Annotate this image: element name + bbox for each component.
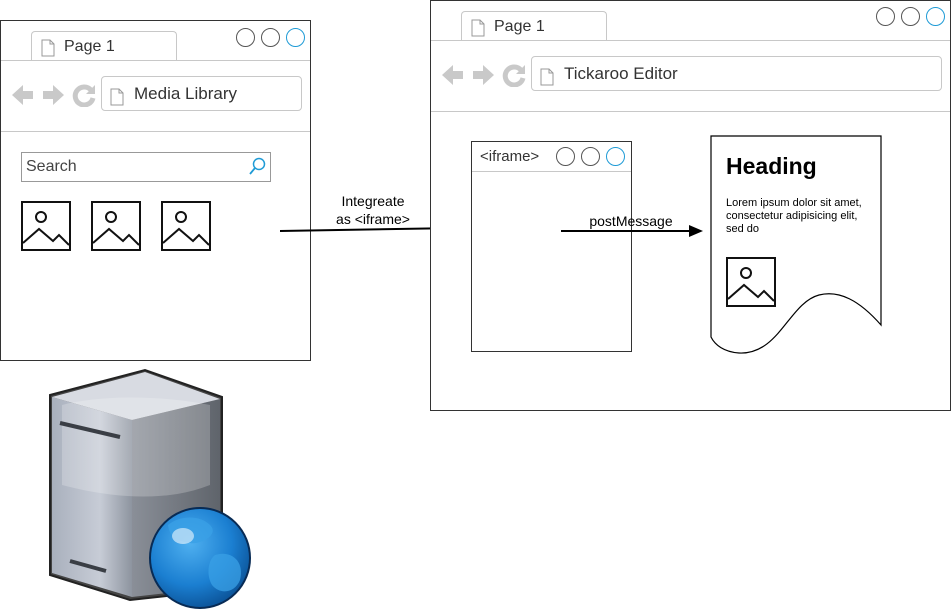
document-heading: Heading bbox=[726, 153, 817, 179]
nav-controls bbox=[11, 83, 97, 112]
iframe-window: <iframe> bbox=[471, 141, 632, 352]
image-thumbnail-icon[interactable] bbox=[91, 201, 141, 256]
back-arrow-icon[interactable] bbox=[442, 65, 463, 85]
close-button[interactable] bbox=[926, 7, 945, 26]
address-bar[interactable]: Tickaroo Editor bbox=[531, 56, 942, 91]
web-server-icon bbox=[49, 368, 251, 609]
iframe-title: <iframe> bbox=[480, 148, 540, 165]
minimize-button[interactable] bbox=[236, 28, 255, 47]
globe-icon bbox=[149, 507, 251, 609]
address-text: Media Library bbox=[134, 84, 237, 103]
search-input[interactable]: Search bbox=[21, 152, 271, 182]
iframe-minimize-button[interactable] bbox=[556, 147, 575, 166]
page-icon bbox=[540, 64, 554, 97]
integrate-label-line1: Integreate bbox=[341, 193, 405, 209]
refresh-icon[interactable] bbox=[72, 84, 96, 108]
integrate-label: Integreate as <iframe> bbox=[318, 192, 428, 228]
postmessage-arrow bbox=[561, 225, 703, 237]
toolbar-divider bbox=[1, 131, 310, 132]
iframe-divider bbox=[472, 171, 631, 172]
address-text: Tickaroo Editor bbox=[564, 64, 678, 83]
image-thumbnail-icon[interactable] bbox=[21, 201, 71, 256]
iframe-maximize-button[interactable] bbox=[581, 147, 600, 166]
tab-page-1[interactable]: Page 1 bbox=[31, 31, 177, 61]
maximize-button[interactable] bbox=[901, 7, 920, 26]
tabbar-divider bbox=[1, 60, 310, 61]
address-bar[interactable]: Media Library bbox=[101, 76, 302, 111]
tab-page-1[interactable]: Page 1 bbox=[461, 11, 607, 41]
forward-arrow-icon[interactable] bbox=[473, 65, 494, 85]
search-icon[interactable] bbox=[248, 157, 266, 187]
page-icon bbox=[471, 18, 485, 48]
forward-arrow-icon[interactable] bbox=[43, 85, 64, 105]
maximize-button[interactable] bbox=[261, 28, 280, 47]
page-icon bbox=[41, 38, 55, 68]
minimize-button[interactable] bbox=[876, 7, 895, 26]
back-arrow-icon[interactable] bbox=[12, 85, 33, 105]
close-button[interactable] bbox=[286, 28, 305, 47]
iframe-close-button[interactable] bbox=[606, 147, 625, 166]
postmessage-label: postMessage bbox=[589, 213, 673, 229]
tab-title: Page 1 bbox=[64, 38, 115, 55]
image-thumbnail-icon[interactable] bbox=[161, 201, 211, 256]
nav-controls bbox=[441, 63, 527, 92]
tab-title: Page 1 bbox=[494, 18, 545, 35]
media-library-window: Page 1 Media Library Search bbox=[0, 20, 311, 361]
tabbar-divider bbox=[431, 40, 950, 41]
document-body: Lorem ipsum dolor sit amet, consectetur … bbox=[726, 197, 862, 235]
editor-window: Page 1 Tickaroo Editor <iframe> postMess… bbox=[430, 0, 951, 411]
refresh-icon[interactable] bbox=[502, 64, 526, 88]
toolbar-divider bbox=[431, 111, 950, 112]
page-icon bbox=[110, 84, 124, 117]
search-placeholder: Search bbox=[26, 158, 77, 175]
integrate-label-line2: as <iframe> bbox=[336, 211, 410, 227]
image-icon bbox=[726, 257, 776, 312]
